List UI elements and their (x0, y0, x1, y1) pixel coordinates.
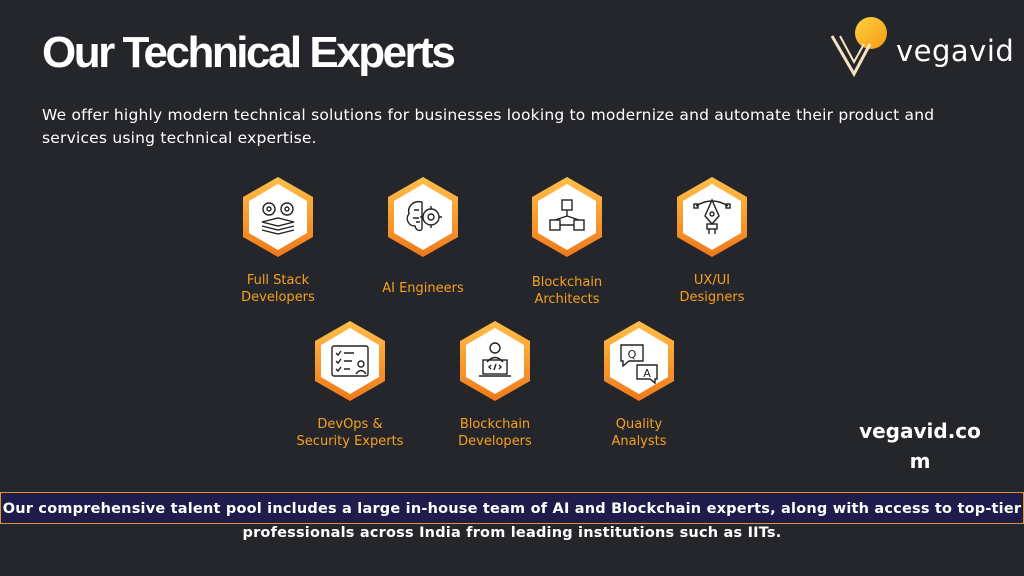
blockchain-cubes-icon (532, 177, 602, 257)
expert-label: Quality Analysts (611, 417, 667, 449)
logo-wordmark: vegavid (896, 34, 1015, 68)
expert-ux-ui-designers: UX/UI Designers (647, 176, 777, 306)
expert-label: Blockchain Architects (531, 275, 603, 307)
expert-label: DevOps & Security Experts (296, 417, 404, 449)
full-stack-gears-icon (243, 177, 313, 257)
page-subtitle: We offer highly modern technical solutio… (42, 106, 935, 147)
pen-tool-icon (677, 177, 747, 257)
expert-full-stack-developers: Full Stack Developers (213, 176, 343, 306)
ai-brain-gear-icon (388, 177, 458, 257)
expert-label: UX/UI Designers (679, 273, 745, 305)
qa-chat-bubbles-icon: Q A (604, 321, 674, 401)
expert-label: AI Engineers (382, 281, 464, 296)
expert-ai-engineers: AI Engineers (358, 176, 488, 297)
devops-checklist-icon (315, 321, 385, 401)
page-title: Our Technical Experts (42, 28, 456, 77)
footer-banner (0, 492, 1024, 524)
website-url: vegavid.com (859, 419, 981, 473)
expert-devops-security-experts: DevOps & Security Experts (285, 320, 415, 450)
developer-laptop-icon (460, 321, 530, 401)
svg-text:A: A (643, 367, 651, 380)
expert-blockchain-developers: Blockchain Developers (430, 320, 560, 450)
footer-text: Our comprehensive talent pool includes a… (2, 501, 1022, 541)
expert-quality-analysts: Q A Quality Analysts (574, 320, 704, 450)
expert-label: Full Stack Developers (241, 273, 315, 305)
brand-logo: vegavid (828, 14, 1018, 80)
vegavid-logo-icon (830, 17, 887, 78)
expert-blockchain-architects: Blockchain Architects (502, 176, 632, 308)
svg-text:Q: Q (628, 348, 637, 361)
expert-label: Blockchain Developers (458, 417, 532, 449)
